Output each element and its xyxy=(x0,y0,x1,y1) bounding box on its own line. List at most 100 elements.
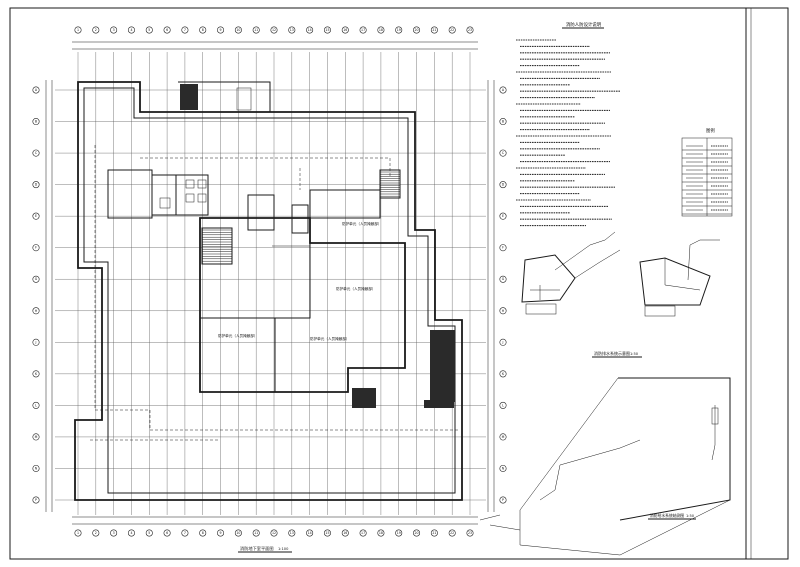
grid-bubble: K xyxy=(499,370,507,378)
grid-bubble-label: 21 xyxy=(432,28,436,32)
grid-bubble: G xyxy=(499,275,507,283)
grid-bubble: J xyxy=(32,338,40,346)
legend: 图例 xyxy=(681,127,733,217)
grid-bubble-label: 16 xyxy=(343,28,347,32)
grid-bubble-label: J xyxy=(35,340,37,344)
grid-bubble-label: 3 xyxy=(113,28,115,32)
grid-bubble: M xyxy=(32,433,40,441)
grid-bubble: 9 xyxy=(217,26,225,34)
grid-bubble-label: M xyxy=(35,435,38,439)
room-label-2: 防护单元（人员掩蔽部） xyxy=(336,286,376,291)
grid-bubble-label: 3 xyxy=(113,531,115,535)
grid-bubble-label: C xyxy=(502,151,505,155)
axon-scale: 1:50 xyxy=(686,514,695,518)
grid-bubble: 1 xyxy=(74,26,82,34)
grid-bubble-label: A xyxy=(35,88,38,92)
grid-bubble-label: 18 xyxy=(379,531,383,535)
inner-outline xyxy=(83,87,456,494)
grid-bubble-label: 17 xyxy=(361,28,365,32)
grid-bubble-label: 2 xyxy=(95,28,97,32)
grid-bubble: 17 xyxy=(359,529,367,537)
protection-unit-outline xyxy=(199,217,406,393)
grid-bubble: J xyxy=(499,338,507,346)
grid-bubble-label: 4 xyxy=(130,531,132,535)
grid-bubble: 10 xyxy=(234,26,242,34)
grid-bubble-label: 11 xyxy=(254,531,258,535)
fire-pipe-routes xyxy=(90,145,460,441)
grid-bubble-label: 14 xyxy=(308,28,312,32)
grid-bubble: A xyxy=(499,86,507,94)
stairs-left xyxy=(201,227,233,265)
grid-bubble-label: 10 xyxy=(236,531,240,535)
notes-text-lines xyxy=(516,39,620,227)
grid-bubble: E xyxy=(499,212,507,220)
grid-bubble: 8 xyxy=(199,529,207,537)
grid-bubble: D xyxy=(499,181,507,189)
plan-title: 消防地下室平面图 xyxy=(240,545,274,552)
stair-core-top xyxy=(178,81,271,112)
design-notes: 消防人防设计说明 xyxy=(516,21,620,227)
grid-bubble-label: K xyxy=(35,372,38,376)
floor-plan: 防护单元（人员掩蔽部） 防护单元（人员掩蔽部） 防护单元（人员掩蔽部） 防护单元… xyxy=(32,26,507,553)
grid-bubble: C xyxy=(499,149,507,157)
grid-bubble: 21 xyxy=(430,529,438,537)
grid-bubble: 10 xyxy=(234,529,242,537)
grid-bubble: 1 xyxy=(74,529,82,537)
legend-title: 图例 xyxy=(706,127,715,134)
grid-bubble: 9 xyxy=(217,529,225,537)
grid-bubble: 11 xyxy=(252,26,260,34)
grid-bubble: D xyxy=(32,181,40,189)
room-label-4: 防护单元（人员掩蔽部） xyxy=(310,336,350,341)
grid-bubble-label: 5 xyxy=(148,28,150,32)
grid-bubble: 5 xyxy=(145,529,153,537)
stair-bottom-right xyxy=(352,388,376,408)
grid-bubble: F xyxy=(499,244,507,252)
grid-bubble: M xyxy=(499,433,507,441)
grid-bubble-label: 1 xyxy=(77,531,79,535)
notes-title: 消防人防设计说明 xyxy=(566,21,602,28)
grid-bubble: 2 xyxy=(92,26,100,34)
grid-bubble-label: 20 xyxy=(415,28,419,32)
grid-bubble-label: 19 xyxy=(397,531,401,535)
grid-bubble: 3 xyxy=(110,26,118,34)
grid-bubble-label: N xyxy=(502,466,505,470)
grid-bubble-label: 6 xyxy=(166,531,168,535)
left-service-rooms xyxy=(107,169,309,234)
grid-bubble-label: N xyxy=(35,466,38,470)
grid-bubble: 7 xyxy=(181,26,189,34)
grid-bubble-label: 10 xyxy=(236,28,240,32)
building-outline xyxy=(74,81,463,501)
grid-bubble: 2 xyxy=(92,529,100,537)
grid-bubble: 18 xyxy=(377,26,385,34)
grid-bubble: 5 xyxy=(145,26,153,34)
grid-bubble-label: 12 xyxy=(272,28,276,32)
grid-bubble: 11 xyxy=(252,529,260,537)
grid-bubble-label: 12 xyxy=(272,531,276,535)
grid-bubble-label: 20 xyxy=(415,531,419,535)
grid-bubble-label: G xyxy=(35,277,38,281)
grid-bubble: 4 xyxy=(127,26,135,34)
grid-bubble: 3 xyxy=(110,529,118,537)
grid-bubble-label: 4 xyxy=(130,28,132,32)
protection-unit-divider-1 xyxy=(200,243,311,319)
grid-bubble: 17 xyxy=(359,26,367,34)
grid-bubble-label: 19 xyxy=(397,28,401,32)
grid-bubble: L xyxy=(32,401,40,409)
grid-bubble-label: 15 xyxy=(325,28,329,32)
stair-core-hatch-top xyxy=(180,84,198,110)
grid-bubble-label: 13 xyxy=(290,531,294,535)
grid-bubble-label: 14 xyxy=(308,531,312,535)
grid-bubble: B xyxy=(499,118,507,126)
grid-bubble-label: 22 xyxy=(450,28,454,32)
grid-bubble: 4 xyxy=(127,529,135,537)
grid-bubble-label: C xyxy=(35,151,38,155)
grid-bubble-label: 8 xyxy=(202,531,204,535)
grid-bubble-label: P xyxy=(35,498,37,502)
grid-bubble: C xyxy=(32,149,40,157)
grid-bubble-label: 9 xyxy=(220,531,222,535)
grid-bubble-label: 18 xyxy=(379,28,383,32)
grid-bubble-label: M xyxy=(502,435,505,439)
grid-bubble-label: 21 xyxy=(432,531,436,535)
grid-bubble: 7 xyxy=(181,529,189,537)
